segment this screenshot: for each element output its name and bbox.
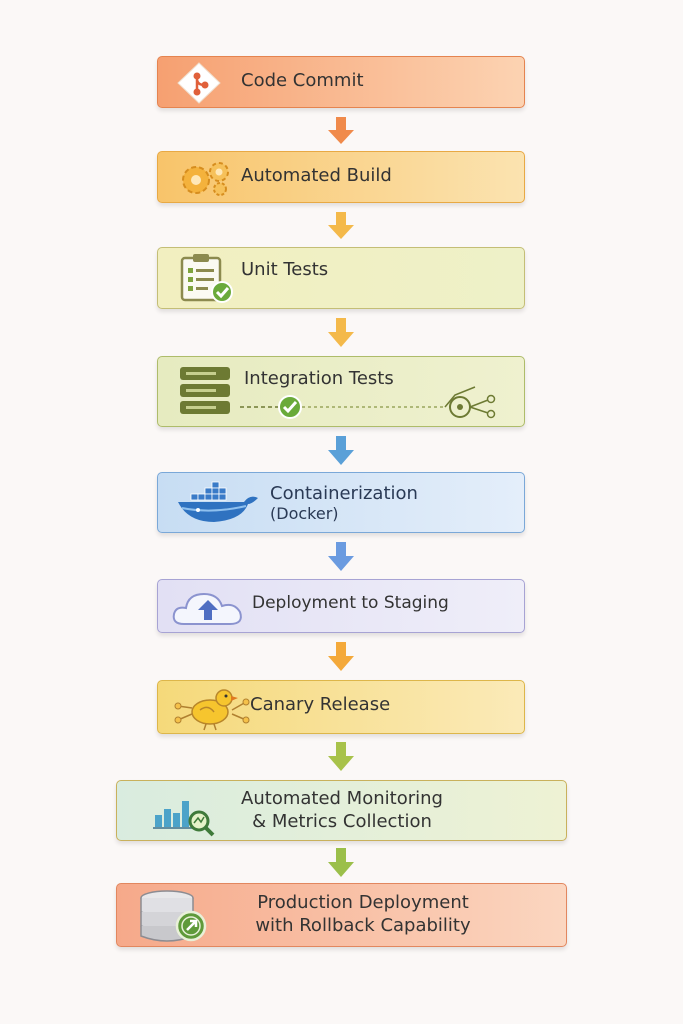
gears-icon bbox=[182, 162, 229, 196]
database-rollback-icon bbox=[140, 890, 207, 942]
flow-arrow-7 bbox=[328, 742, 354, 771]
stage-code-commit: Code Commit bbox=[157, 56, 525, 108]
flow-arrow-8 bbox=[328, 848, 354, 877]
servers-check-icon bbox=[180, 367, 230, 414]
stage-sublabel: (Docker) bbox=[270, 504, 339, 523]
stage-label-line1: Production Deployment bbox=[257, 892, 469, 913]
flow-arrow-6 bbox=[328, 642, 354, 671]
stage-label-line2: & Metrics Collection bbox=[252, 811, 432, 832]
stage-containerization: Containerization (Docker) bbox=[157, 472, 525, 533]
stage-label: Containerization bbox=[270, 483, 418, 504]
cloud-upload-icon bbox=[172, 592, 242, 625]
clipboard-check-icon bbox=[180, 254, 233, 303]
stage-label-line1: Automated Monitoring bbox=[241, 788, 443, 809]
stage-canary-release: Canary Release bbox=[157, 680, 525, 734]
test-path-icon bbox=[240, 386, 496, 419]
stage-label-line2: with Rollback Capability bbox=[255, 915, 471, 936]
stage-label: Code Commit bbox=[241, 70, 364, 91]
stage-deployment-staging: Deployment to Staging bbox=[157, 579, 525, 633]
stage-label: Deployment to Staging bbox=[252, 593, 449, 613]
stage-monitoring-metrics: Automated Monitoring & Metrics Collectio… bbox=[116, 780, 567, 841]
docker-whale-icon bbox=[178, 481, 258, 522]
stage-label: Automated Build bbox=[241, 165, 392, 186]
stage-production-deployment: Production Deployment with Rollback Capa… bbox=[116, 883, 567, 947]
stage-label-block: Automated Monitoring & Metrics Collectio… bbox=[217, 787, 467, 833]
chart-magnifier-icon bbox=[153, 801, 215, 837]
stage-integration-tests: Integration Tests bbox=[157, 356, 525, 427]
flow-arrow-1 bbox=[328, 117, 354, 144]
flow-arrow-5 bbox=[328, 542, 354, 571]
flow-arrow-2 bbox=[328, 212, 354, 239]
stage-label: Unit Tests bbox=[241, 259, 329, 280]
stage-label: Integration Tests bbox=[244, 368, 394, 389]
flow-arrow-3 bbox=[328, 318, 354, 347]
git-commit-icon bbox=[177, 62, 221, 104]
stage-unit-tests: Unit Tests bbox=[157, 247, 525, 309]
stage-label-block: Production Deployment with Rollback Capa… bbox=[213, 891, 513, 937]
canary-bird-icon bbox=[174, 689, 250, 731]
flow-arrow-4 bbox=[328, 436, 354, 465]
stage-label: Canary Release bbox=[250, 694, 391, 715]
stage-automated-build: Automated Build bbox=[157, 151, 525, 203]
